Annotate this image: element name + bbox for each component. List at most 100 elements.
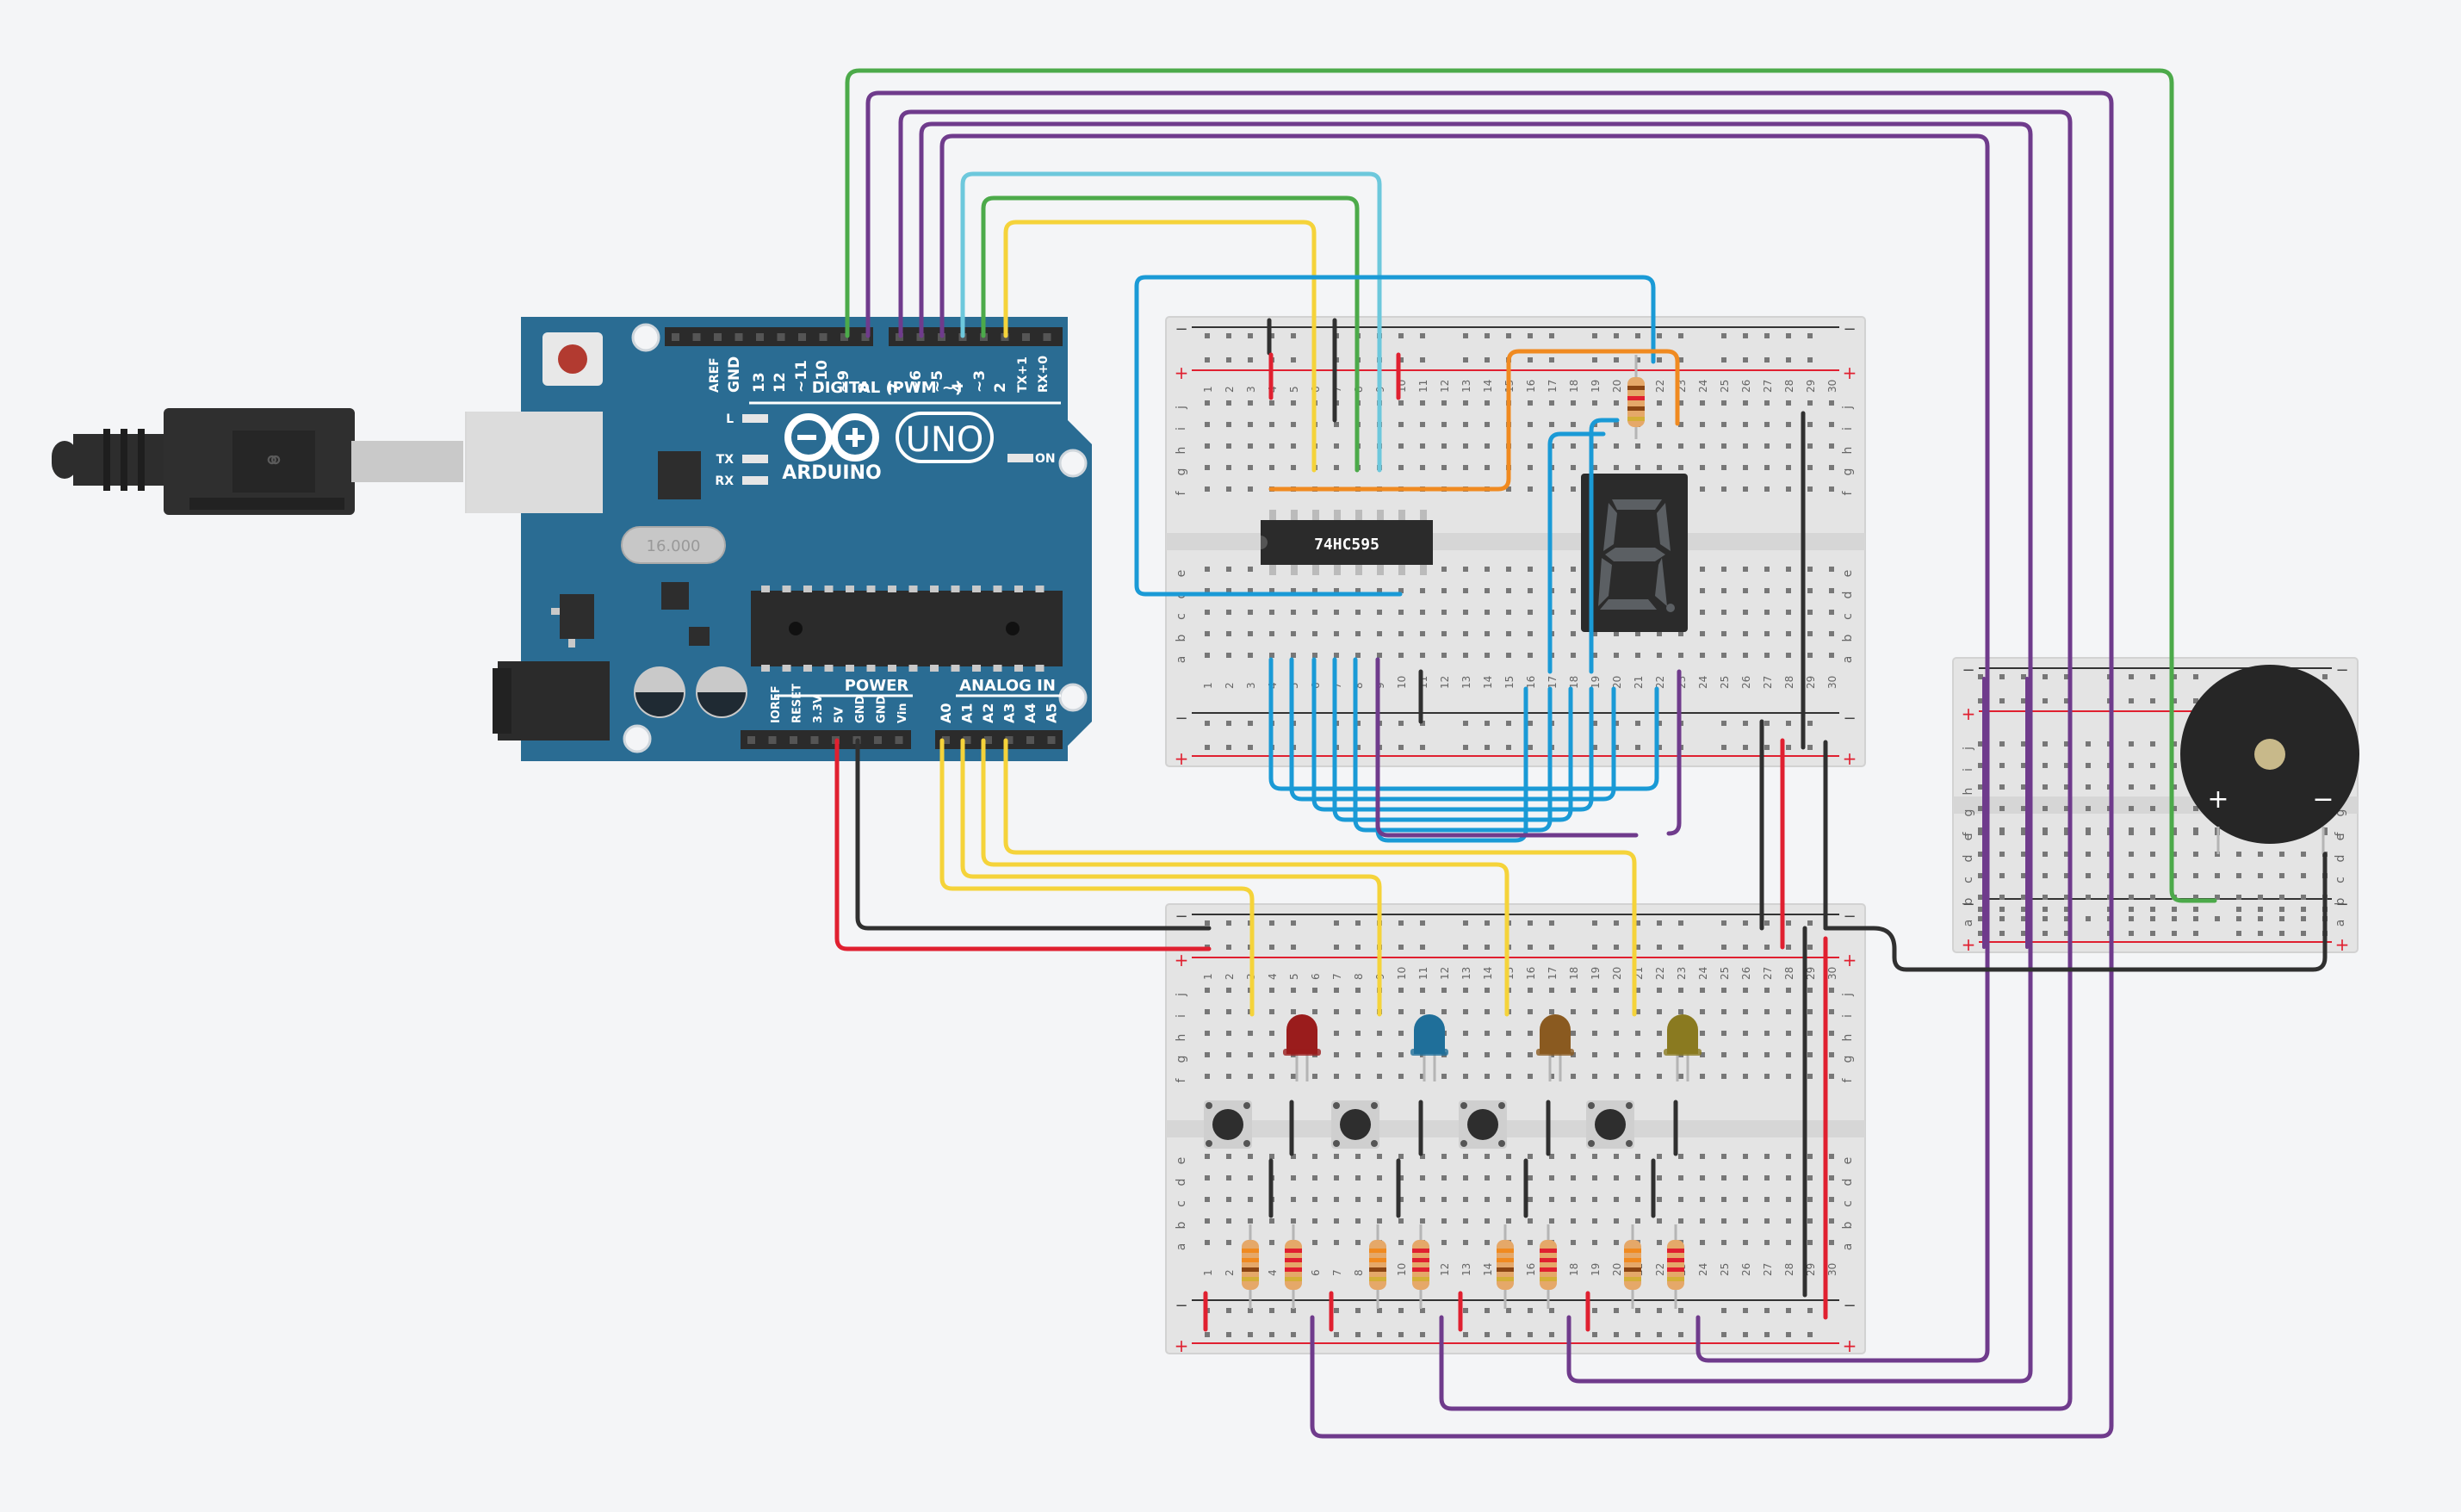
- analog-pin-label: A2: [980, 703, 996, 723]
- column-number: 18: [1568, 1263, 1580, 1276]
- rail-minus-label: −: [1175, 710, 1187, 728]
- column-number: 28: [1783, 967, 1795, 980]
- column-number: 2: [1224, 386, 1236, 393]
- column-number: 14: [1482, 967, 1494, 980]
- row-letter: d: [1962, 855, 1975, 863]
- digital-pin-label: TX+1: [1016, 356, 1030, 393]
- resistor: [1667, 1224, 1684, 1309]
- led: [1410, 1014, 1448, 1081]
- row-letter: h: [1962, 788, 1975, 796]
- column-number: 2: [1224, 682, 1236, 689]
- push-button[interactable]: [1204, 1100, 1252, 1149]
- rail-plus-label: +: [1843, 748, 1857, 769]
- analog-header-label: ANALOG IN: [959, 677, 1056, 695]
- rail-minus-label: −: [1175, 320, 1187, 338]
- column-number: 16: [1525, 967, 1537, 980]
- row-letter: i: [1962, 768, 1975, 771]
- led-label-rx: RX: [715, 474, 734, 488]
- row-letter: j: [1962, 747, 1975, 751]
- row-letter: e: [1175, 1157, 1188, 1165]
- column-number: 28: [1783, 676, 1795, 689]
- wire: [1268, 657, 1659, 791]
- digital-pin-label: ~6: [908, 370, 925, 393]
- row-letter: c: [1841, 1200, 1855, 1207]
- column-number: 16: [1525, 676, 1537, 689]
- row-letter: b: [2334, 897, 2347, 905]
- row-letter: g: [1841, 1056, 1855, 1063]
- led-label-tx: TX: [716, 453, 735, 467]
- row-letter: f: [1841, 1077, 1855, 1082]
- column-number: 18: [1568, 676, 1580, 689]
- column-number: 1: [1202, 682, 1214, 689]
- row-letter: g: [1175, 1056, 1188, 1063]
- column-number: 13: [1460, 676, 1472, 689]
- column-number: 25: [1719, 380, 1731, 393]
- push-button[interactable]: [1586, 1100, 1634, 1149]
- column-number: 13: [1460, 380, 1472, 393]
- rail-plus-label: +: [1175, 950, 1189, 970]
- rail-minus-label: −: [1175, 908, 1187, 926]
- resistor: [1242, 1224, 1259, 1309]
- column-number: 15: [1503, 676, 1516, 689]
- rail-plus-label: +: [1843, 1335, 1857, 1356]
- rail-plus-label: +: [1175, 363, 1189, 383]
- row-letter: d: [1175, 1179, 1188, 1187]
- column-number: 29: [1805, 676, 1817, 689]
- led: [1664, 1014, 1702, 1081]
- column-number: 7: [1331, 1269, 1343, 1276]
- column-number: 24: [1697, 967, 1709, 980]
- column-number: 27: [1762, 1263, 1774, 1276]
- column-number: 5: [1288, 386, 1300, 393]
- column-number: 14: [1482, 676, 1494, 689]
- column-number: 8: [1353, 682, 1365, 689]
- row-letter: f: [1841, 490, 1855, 495]
- column-number: 27: [1762, 967, 1774, 980]
- crystal-label: 16.000: [647, 537, 701, 555]
- resistor-top: [1627, 355, 1645, 439]
- rail-plus-label: +: [1175, 1335, 1189, 1356]
- column-number: 26: [1740, 967, 1752, 980]
- row-letter: h: [1841, 447, 1855, 455]
- column-number: 17: [1547, 380, 1559, 393]
- row-letter: f: [1962, 831, 1975, 836]
- push-button[interactable]: [1459, 1100, 1507, 1149]
- power-pin-label: Vin: [896, 703, 909, 723]
- column-number: 10: [1396, 676, 1408, 689]
- column-number: 23: [1676, 967, 1688, 980]
- column-number: 26: [1740, 1263, 1752, 1276]
- column-number: 24: [1697, 380, 1709, 393]
- column-number: 22: [1654, 380, 1666, 393]
- column-number: 11: [1417, 967, 1429, 980]
- row-letter: i: [1175, 427, 1188, 431]
- column-number: 26: [1740, 380, 1752, 393]
- rail-plus-label: +: [1843, 950, 1857, 970]
- digital-pin-label: ~9: [835, 370, 852, 393]
- column-number: 7: [1331, 386, 1343, 393]
- digital-pin-label: 7: [887, 382, 904, 393]
- column-number: 29: [1805, 1263, 1817, 1276]
- column-number: 17: [1547, 676, 1559, 689]
- column-number: 13: [1460, 1263, 1472, 1276]
- column-number: 9: [1374, 682, 1386, 689]
- column-number: 18: [1568, 967, 1580, 980]
- row-letter: b: [1841, 1221, 1855, 1229]
- analog-pin-label: A5: [1044, 703, 1060, 723]
- row-letter: e: [1175, 570, 1188, 578]
- row-letter: c: [2334, 877, 2347, 883]
- row-letter: e: [2334, 833, 2347, 841]
- push-button[interactable]: [1331, 1100, 1379, 1149]
- column-number: 25: [1719, 967, 1731, 980]
- column-number: 25: [1719, 676, 1731, 689]
- rail-minus-label: −: [2335, 661, 2348, 679]
- row-letter: j: [1175, 993, 1188, 997]
- column-number: 3: [1245, 682, 1257, 689]
- resistor: [1412, 1224, 1429, 1309]
- on-label: ON: [1035, 452, 1056, 466]
- column-number: 29: [1805, 380, 1817, 393]
- row-letter: g: [2334, 809, 2347, 817]
- wire: [845, 68, 2217, 903]
- column-number: 8: [1353, 1269, 1365, 1276]
- arduino-model: UNO: [906, 420, 984, 460]
- column-number: 1: [1202, 1269, 1214, 1276]
